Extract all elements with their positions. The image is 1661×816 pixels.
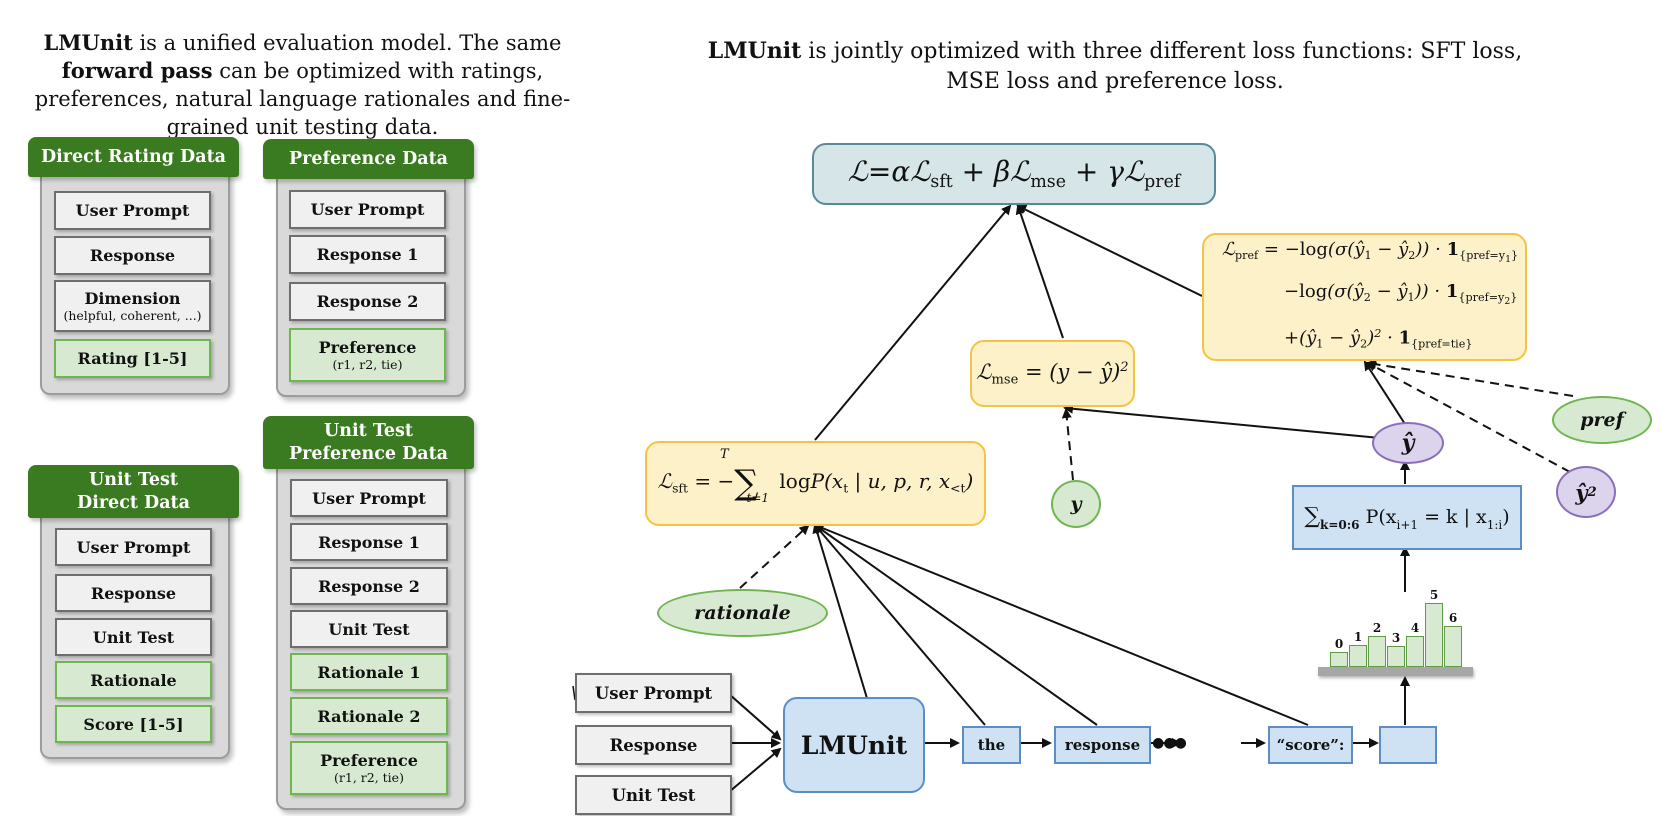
input-response: Response xyxy=(575,725,732,765)
histogram-bin-label: 3 xyxy=(1391,631,1401,645)
token-the: the xyxy=(962,726,1021,764)
field-user-prompt: User Prompt xyxy=(55,528,212,566)
field-user-prompt: User Prompt xyxy=(54,191,211,230)
card-unit-test-direct-title: Unit Test Direct Data xyxy=(28,465,239,518)
histogram-bin-label: 5 xyxy=(1429,588,1439,603)
pref-loss-box: ℒpref = −log(σ(ŷ1 − ŷ2)) · 1{pref=y1} −l… xyxy=(1202,233,1527,361)
histogram-base xyxy=(1318,667,1473,676)
field-response-2: Response 2 xyxy=(289,282,446,321)
field-user-prompt: User Prompt xyxy=(289,190,446,229)
field-preference: Preference (r1, r2, tie) xyxy=(290,741,448,795)
y-node: y xyxy=(1051,480,1101,528)
score-sum-formula: ∑k=0:6 P(xi+1 = k | x1:i) xyxy=(1304,503,1510,532)
mse-loss-formula: ℒmse = (y − ŷ)2 xyxy=(976,359,1129,388)
field-user-prompt: User Prompt xyxy=(290,479,448,517)
field-dimension: Dimension (helpful, coherent, ...) xyxy=(54,280,211,332)
score-sum-box: ∑k=0:6 P(xi+1 = k | x1:i) xyxy=(1292,485,1522,550)
caption-lmunit: LMUnit xyxy=(43,30,133,55)
sft-loss-T: T xyxy=(720,447,729,462)
histogram-bar xyxy=(1444,625,1462,667)
histogram-bar xyxy=(1387,646,1405,667)
sft-loss-formula: ℒsft = −∑t=1 logP(xt | u, p, r, x<t) xyxy=(657,462,974,505)
card-unit-test-preference-title: Unit Test Preference Data xyxy=(263,416,474,469)
pref-loss-line-2: −log(σ(ŷ2 − ŷ1)) · 1{pref=y2} xyxy=(1284,280,1518,307)
field-response-2: Response 2 xyxy=(290,567,448,605)
histogram-bin-label: 4 xyxy=(1410,620,1420,635)
left-caption: LMUnit is a unified evaluation model. Th… xyxy=(34,30,571,139)
histogram-bar xyxy=(1406,635,1424,667)
field-response-1: Response 1 xyxy=(289,235,446,274)
histogram-bar xyxy=(1330,652,1348,667)
pref-node: pref xyxy=(1552,396,1652,444)
token-response: response xyxy=(1054,726,1151,764)
input-user-prompt: User Prompt xyxy=(575,673,732,713)
token-ellipsis: ●●● xyxy=(1152,735,1187,751)
histogram-bin-label: 6 xyxy=(1448,610,1458,625)
histogram-bar xyxy=(1425,603,1443,667)
total-loss-box: ℒ=αℒsft + βℒmse + γℒpref xyxy=(812,143,1216,205)
card-preference-title: Preference Data xyxy=(263,139,474,179)
mse-loss-box: ℒmse = (y − ŷ)2 xyxy=(970,340,1135,407)
field-preference: Preference (r1, r2, tie) xyxy=(289,328,446,382)
field-response: Response xyxy=(54,236,211,275)
field-unit-test: Unit Test xyxy=(55,618,212,656)
y-hat-node: ŷ xyxy=(1372,422,1444,464)
field-score: Score [1-5] xyxy=(55,705,212,743)
field-response: Response xyxy=(55,574,212,612)
rationale-node: rationale xyxy=(657,589,828,637)
field-rating: Rating [1-5] xyxy=(54,339,211,378)
histogram-bar xyxy=(1368,635,1386,667)
field-unit-test: Unit Test xyxy=(290,610,448,648)
field-rationale: Rationale xyxy=(55,661,212,699)
input-unit-test: Unit Test xyxy=(575,775,732,815)
lmunit-model: LMUnit xyxy=(783,697,925,793)
pref-loss-line-3: +(ŷ1 − ŷ2)2 · 1{pref=tie} xyxy=(1284,326,1473,351)
field-rationale-1: Rationale 1 xyxy=(290,653,448,691)
histogram-bar xyxy=(1349,644,1367,667)
histogram-bin-label: 2 xyxy=(1372,620,1382,635)
histogram-bin-label: 0 xyxy=(1334,637,1344,651)
pref-loss-line-1: ℒpref = −log(σ(ŷ1 − ŷ2)) · 1{pref=y1} xyxy=(1222,238,1519,265)
right-caption: LMUnit is jointly optimized with three d… xyxy=(707,38,1523,94)
histogram-bin-label: 1 xyxy=(1353,629,1363,644)
total-loss-formula: ℒ=αℒsft + βℒmse + γℒpref xyxy=(847,155,1181,193)
field-response-1: Response 1 xyxy=(290,523,448,561)
token-next xyxy=(1379,726,1437,764)
token-score: “score”: xyxy=(1268,726,1353,764)
field-rationale-2: Rationale 2 xyxy=(290,697,448,735)
card-direct-rating-title: Direct Rating Data xyxy=(28,137,239,177)
sft-loss-box: ℒsft = −∑t=1 logP(xt | u, p, r, x<t) T xyxy=(645,441,986,526)
